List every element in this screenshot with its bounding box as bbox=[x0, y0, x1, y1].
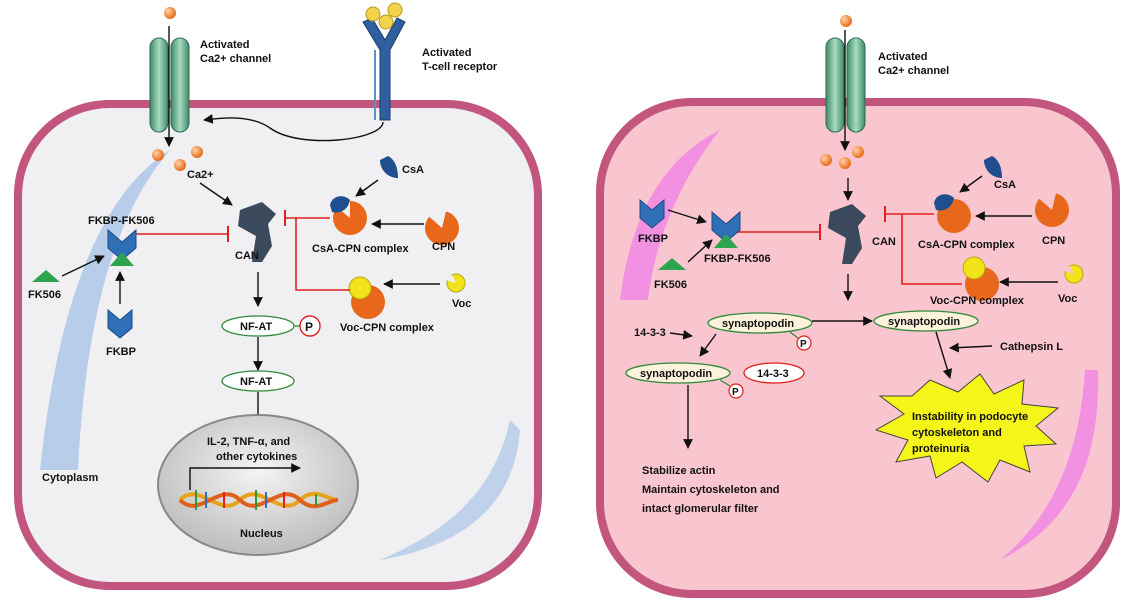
outcome-line-3: intact glomerular filter bbox=[642, 503, 759, 515]
instability-line-3: proteinuria bbox=[912, 443, 970, 455]
nfat-label-2: NF-AT bbox=[240, 376, 272, 388]
phospho-label-2: P bbox=[732, 387, 739, 398]
ca-ion bbox=[164, 7, 176, 19]
synaptopodin-label-1: synaptopodin bbox=[722, 318, 794, 330]
can-icon bbox=[238, 202, 276, 262]
csa-label-right: CsA bbox=[994, 179, 1016, 191]
channel-label-line1: Activated bbox=[200, 39, 250, 51]
phospho-badge bbox=[299, 315, 321, 337]
fkbp-icon-right bbox=[639, 198, 665, 229]
prot-1433-label-b: 14-3-3 bbox=[757, 368, 789, 380]
fkbp-fk506-complex-icon bbox=[107, 228, 137, 261]
synaptopodin-label-3: synaptopodin bbox=[640, 368, 712, 380]
synaptopodin-label-2: synaptopodin bbox=[888, 316, 960, 328]
prot-1433-label-a: 14-3-3 bbox=[634, 327, 666, 339]
synaptopodin-1433-complex-node bbox=[625, 362, 731, 384]
dna-helix-icon bbox=[178, 490, 339, 510]
phospho-label-1: P bbox=[800, 339, 807, 350]
ca-ions-left bbox=[152, 146, 203, 171]
fk506-icon bbox=[32, 270, 60, 282]
can-icon-right bbox=[828, 204, 866, 264]
outcome-line-2: Maintain cytoskeleton and bbox=[642, 484, 780, 496]
ca-label: Ca2+ bbox=[187, 169, 214, 181]
fk506-label: FK506 bbox=[28, 289, 61, 301]
channel-label-line1-right: Activated bbox=[878, 51, 928, 63]
ca-channel-right bbox=[825, 15, 866, 151]
fk506-label-right: FK506 bbox=[654, 279, 687, 291]
csa-label: CsA bbox=[402, 164, 424, 176]
csa-cpn-complex-label: CsA-CPN complex bbox=[312, 243, 409, 255]
instability-line-1: Instability in podocyte bbox=[912, 411, 1028, 423]
fkbp-fk506-label: FKBP-FK506 bbox=[88, 215, 155, 227]
voc-cpn-complex-label-right: Voc-CPN complex bbox=[930, 295, 1025, 307]
instability-starburst bbox=[874, 373, 1060, 483]
voc-label-right: Voc bbox=[1058, 293, 1077, 305]
receptor-label-line1: Activated bbox=[422, 47, 472, 59]
outcome-line-1: Stabilize actin bbox=[642, 465, 716, 477]
fk506-icon-right bbox=[658, 258, 686, 270]
ca-ions-right bbox=[820, 146, 864, 169]
cpn-label-right: CPN bbox=[1042, 235, 1065, 247]
fkbp-label: FKBP bbox=[106, 346, 136, 358]
synaptopodin-phospho-node bbox=[707, 312, 813, 334]
nucleus bbox=[157, 414, 359, 556]
csa-icon bbox=[380, 156, 398, 178]
nucleus-label: Nucleus bbox=[240, 528, 283, 540]
instability-line-2: cytoskeleton and bbox=[912, 427, 1002, 439]
prot-1433-node bbox=[743, 362, 805, 384]
nfat-node bbox=[221, 370, 295, 392]
can-label-right: CAN bbox=[872, 236, 896, 248]
can-label: CAN bbox=[235, 250, 259, 262]
cpn-label: CPN bbox=[432, 241, 455, 253]
phospho-badge-2 bbox=[728, 383, 744, 399]
ca-channel-left bbox=[149, 7, 190, 147]
voc-label: Voc bbox=[452, 298, 471, 310]
right-cell-highlight bbox=[620, 130, 720, 300]
fkbp-fk506-label-right: FKBP-FK506 bbox=[704, 253, 771, 265]
left-cell-cytoplasm-area bbox=[22, 108, 534, 582]
phospho-label: P bbox=[305, 320, 313, 334]
left-cell-highlight bbox=[40, 150, 170, 470]
channel-label-line2: Ca2+ channel bbox=[200, 53, 271, 65]
cathepsin-label: Cathepsin L bbox=[1000, 341, 1063, 353]
right-cell-highlight-2 bbox=[1000, 370, 1099, 560]
left-cell bbox=[14, 100, 542, 590]
synaptopodin-node bbox=[873, 310, 979, 332]
voc-cpn-complex-label: Voc-CPN complex bbox=[340, 322, 435, 334]
csa-icon-right bbox=[984, 156, 1002, 178]
receptor-label-line2: T-cell receptor bbox=[422, 61, 498, 73]
channel-label-line2-right: Ca2+ channel bbox=[878, 65, 949, 77]
nfat-label-1: NF-AT bbox=[240, 321, 272, 333]
phospho-badge-1 bbox=[796, 335, 812, 351]
fkbp-icon bbox=[107, 308, 133, 339]
fkbp-label-right: FKBP bbox=[638, 233, 668, 245]
csa-cpn-complex-label-right: CsA-CPN complex bbox=[918, 239, 1015, 251]
ca-ion bbox=[840, 15, 852, 27]
t-cell-receptor bbox=[362, 2, 406, 121]
left-cell-highlight-2 bbox=[380, 420, 520, 560]
fkbp-fk506-complex-icon-right bbox=[711, 210, 741, 243]
cytoplasm-label: Cytoplasm bbox=[42, 472, 98, 484]
nucleus-text-line2: other cytokines bbox=[216, 451, 297, 463]
nucleus-text-line1: IL-2, TNF-α, and bbox=[207, 436, 290, 448]
receptor-to-channel-arrow bbox=[203, 114, 384, 142]
